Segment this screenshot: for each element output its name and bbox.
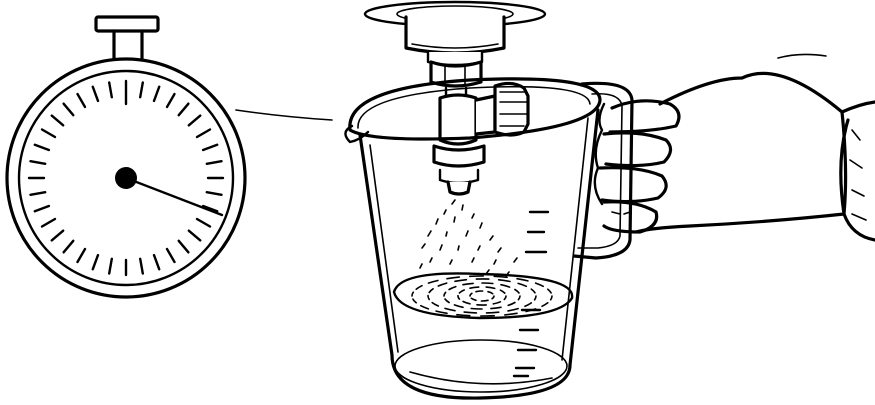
spray-droplet: [452, 200, 455, 204]
water-ripple: [449, 287, 456, 290]
water-ripple: [491, 307, 501, 308]
water-ripple: [421, 306, 429, 309]
spray-droplet: [514, 258, 517, 262]
water-ripple: [500, 290, 504, 293]
water-ripple: [548, 289, 551, 293]
nozzle-side-valve: [476, 96, 495, 134]
water-ripple: [517, 279, 528, 281]
spray-droplet: [450, 260, 452, 264]
water-ripple: [454, 305, 463, 307]
water-ripple: [416, 286, 422, 290]
water-ripple: [429, 289, 433, 293]
water-ripple: [505, 313, 517, 315]
water-ripple: [458, 296, 459, 299]
water-ripple: [470, 293, 472, 296]
water-ripple: [471, 309, 482, 310]
water-ripple: [487, 312, 499, 313]
water-ripple: [476, 291, 483, 292]
water-ripple: [444, 292, 446, 296]
water-ripple: [428, 296, 429, 300]
water-ripple: [413, 299, 416, 303]
spray-droplet: [478, 246, 480, 250]
spray-droplet: [498, 248, 501, 252]
water-ripple: [508, 303, 515, 306]
water-ripple: [486, 287, 495, 288]
water-ripple: [471, 298, 476, 300]
water-surface: [394, 273, 572, 318]
spray-droplet: [430, 258, 432, 262]
water-ripple: [504, 296, 506, 299]
spray-droplet: [472, 214, 474, 218]
hand: [595, 54, 875, 240]
water-ripple: [470, 287, 479, 288]
water-ripple: [525, 303, 531, 306]
stopwatch-crown: [96, 17, 158, 58]
spray-droplet: [428, 231, 431, 236]
water-ripple: [536, 283, 544, 286]
water-ripple: [482, 283, 493, 284]
water-ripple: [508, 309, 518, 311]
stopwatch-hub: [115, 167, 137, 189]
spray-droplet: [420, 264, 422, 268]
water-ripple: [501, 285, 510, 287]
water-ripple: [492, 296, 494, 299]
spray-droplet: [454, 217, 455, 222]
water-ripple: [499, 280, 510, 282]
water-ripple: [432, 303, 438, 306]
spray-droplet: [490, 236, 493, 240]
spray-droplet: [458, 246, 459, 250]
water-ripple: [464, 312, 476, 313]
nozzle-knob: [495, 83, 528, 135]
nozzle-tip: [448, 182, 470, 194]
connector-line: [236, 110, 332, 120]
hand-back: [636, 73, 846, 232]
spray-droplet: [422, 244, 425, 248]
spray-droplet: [462, 205, 463, 210]
water-ripple: [463, 302, 470, 304]
water-ripple: [459, 290, 464, 293]
water-ripple: [518, 283, 526, 286]
water-ripple: [436, 311, 447, 313]
water-ripple: [535, 296, 536, 300]
spray-droplet: [480, 223, 482, 228]
spray-droplet: [494, 260, 496, 264]
water-ripple: [515, 290, 519, 294]
water-ripple: [457, 315, 470, 316]
water-ripple: [493, 302, 500, 304]
water-ripple: [494, 276, 507, 277]
spray-nozzle-assembly: [365, 2, 545, 194]
spray-droplets: [420, 200, 517, 276]
stopwatch: [7, 17, 332, 297]
spray-droplet: [472, 258, 474, 262]
water-ripple: [463, 283, 473, 284]
spray-droplet: [444, 210, 446, 214]
water-ripple: [445, 308, 455, 310]
spray-droplet: [440, 245, 442, 250]
jug-graduations: [514, 212, 548, 376]
nozzle-tip-cap: [434, 146, 484, 166]
water-ripple: [438, 283, 446, 286]
water-ripple: [488, 292, 493, 294]
water-ripple: [531, 289, 535, 293]
spray-droplet: [446, 232, 447, 236]
water-ripple: [551, 296, 552, 300]
water-ripple: [447, 277, 459, 279]
spray-droplet: [466, 231, 468, 236]
water-ripple: [542, 303, 548, 307]
water-ripple: [455, 280, 466, 282]
water-ripple: [428, 281, 438, 284]
water-ripple: [481, 300, 488, 301]
water-ripple: [518, 296, 520, 300]
spray-droplet: [436, 219, 438, 224]
water-ripple: [445, 299, 449, 303]
water-ripple: [412, 292, 413, 296]
